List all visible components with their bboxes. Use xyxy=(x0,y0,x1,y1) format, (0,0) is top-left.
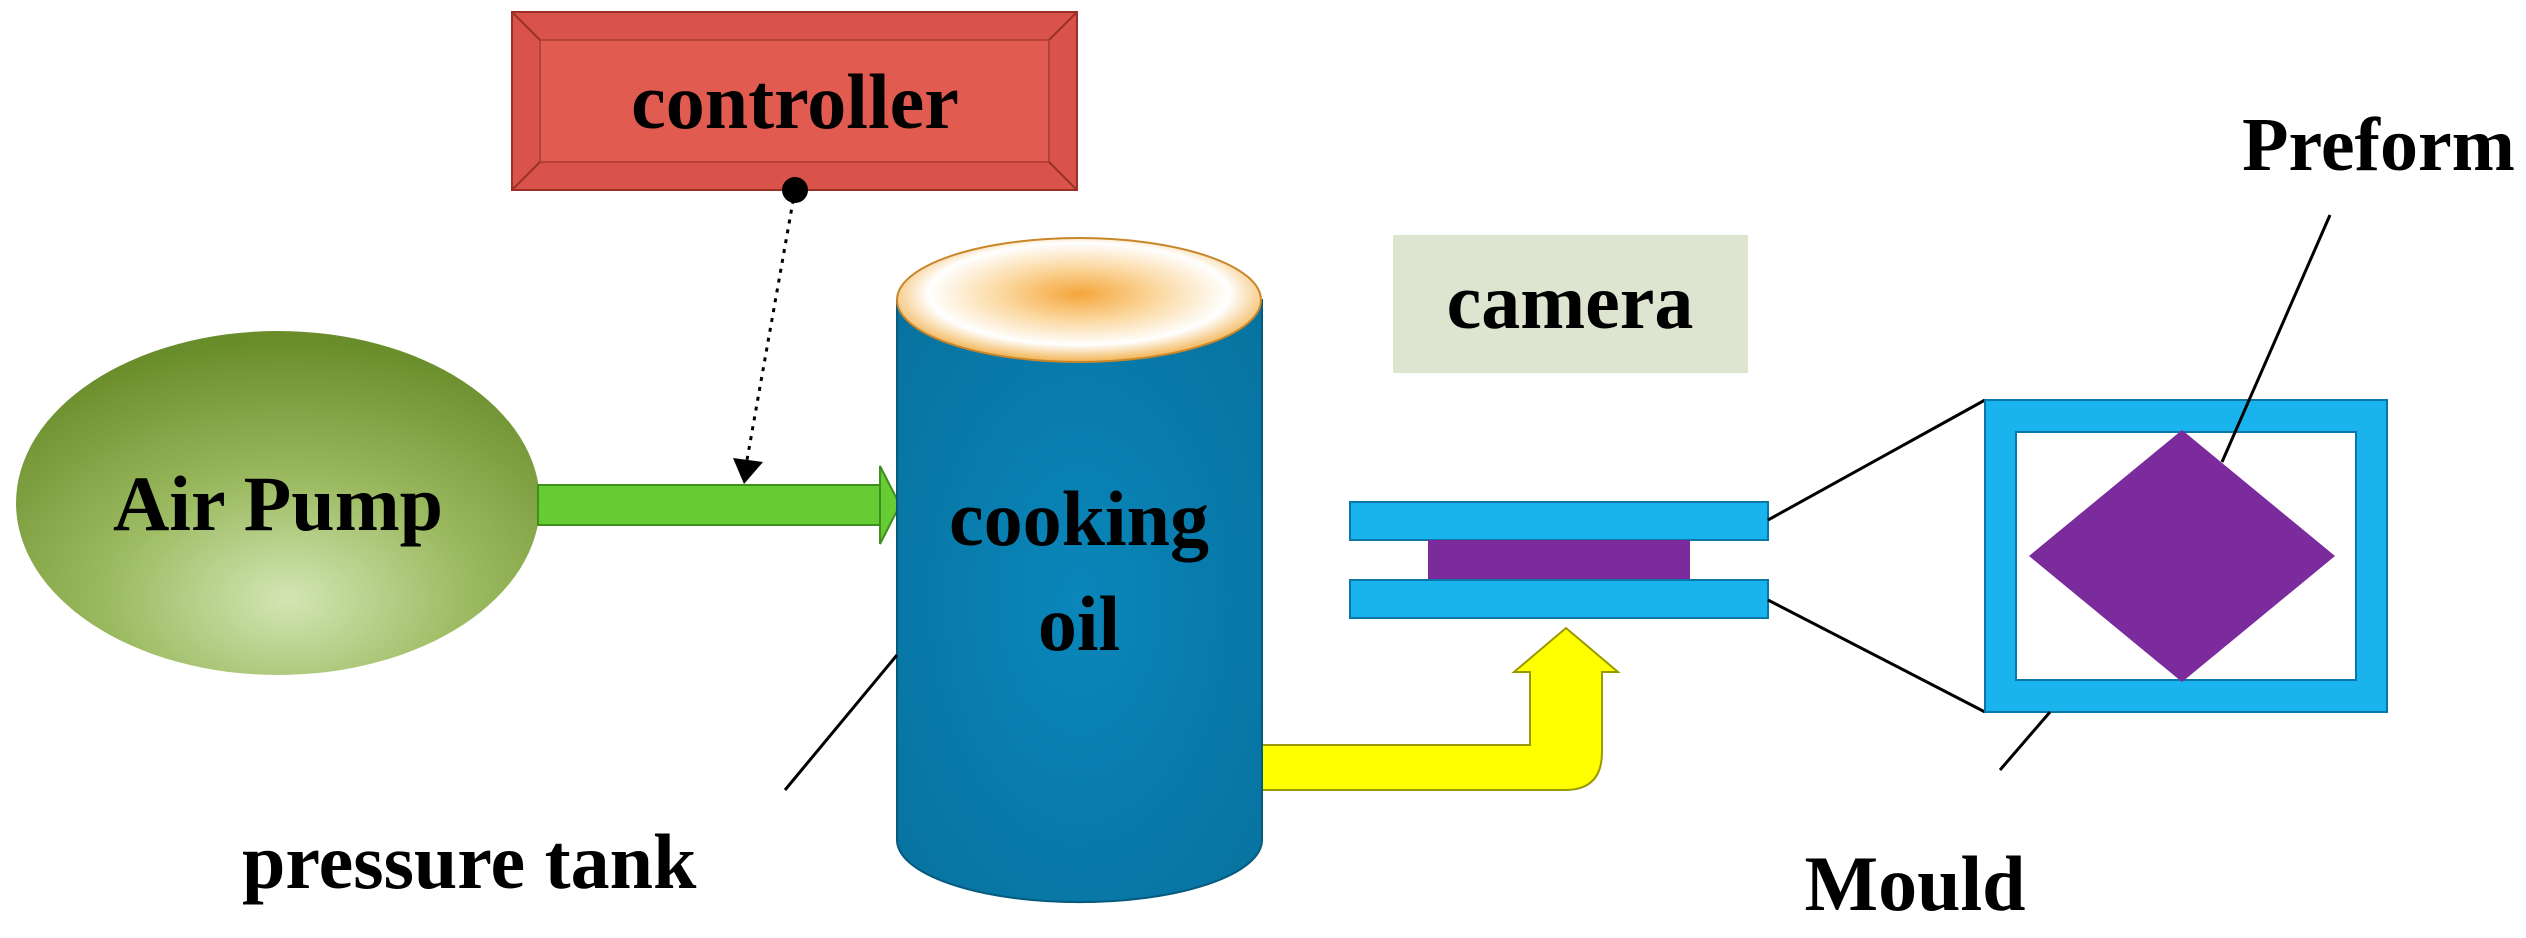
controller-signal-line xyxy=(733,177,808,484)
camera-label: camera xyxy=(1447,258,1694,345)
controller-box: controller xyxy=(511,11,1078,191)
preform-leader xyxy=(2220,214,2332,463)
camera-box: camera xyxy=(1393,235,1748,373)
preform-shape xyxy=(2029,430,2335,682)
tank-label-line1: cooking xyxy=(949,475,1209,562)
oil-pipe xyxy=(1261,626,1621,791)
preform-label: Preform xyxy=(2242,103,2515,187)
pressure-tank-leader xyxy=(783,654,899,791)
mould-detail xyxy=(1984,399,2388,713)
tank-label-line2: oil xyxy=(1038,580,1120,667)
air-pump: Air Pump xyxy=(16,331,540,675)
air-pump-label: Air Pump xyxy=(113,460,443,547)
air-flow-arrow xyxy=(537,465,902,545)
mould-label: Mould xyxy=(1804,840,2025,927)
zoom-lines xyxy=(1767,398,1986,714)
pressure-tank-label: pressure tank xyxy=(242,818,697,905)
mould-leader xyxy=(1998,711,2052,771)
pressure-tank: cooking oil xyxy=(896,237,1263,904)
controller-label: controller xyxy=(631,58,959,145)
mould-press xyxy=(1349,501,1769,619)
